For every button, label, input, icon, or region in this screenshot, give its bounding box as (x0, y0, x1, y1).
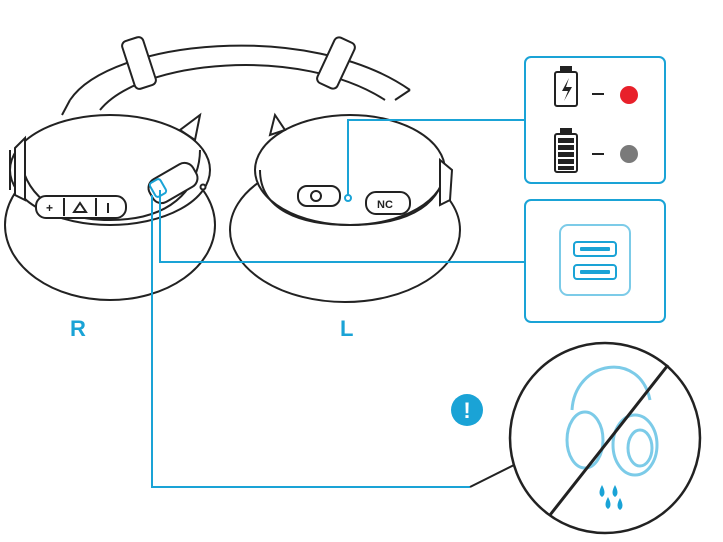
left-side-label: L (340, 316, 354, 341)
right-earcup: + (4, 112, 216, 301)
led-callout-line (347, 119, 525, 195)
gray-led-icon (620, 145, 638, 163)
exclamation-icon: ! (451, 394, 483, 426)
no-water-bubble (469, 341, 702, 535)
nc-button-label: NC (377, 199, 393, 211)
battery-full-icon (554, 128, 578, 173)
led-legend-box (524, 56, 666, 184)
red-led-icon (620, 86, 638, 104)
water-drop-icon (605, 497, 611, 509)
right-control-strip (35, 195, 127, 219)
water-drop-icon (599, 485, 605, 497)
warning-callout-line (151, 195, 470, 488)
play-icon[interactable] (72, 201, 88, 213)
power-button[interactable] (297, 185, 341, 207)
battery-charging-icon (554, 66, 578, 107)
nc-button[interactable] (365, 191, 411, 215)
water-drop-icon (617, 498, 623, 510)
volume-up-button[interactable]: + (46, 201, 53, 215)
prohibition-slash (548, 364, 670, 516)
left-earcup: NC (229, 112, 461, 303)
callout-lines (151, 119, 525, 488)
water-drop-icon (612, 485, 618, 497)
exclamation-mark: ! (463, 398, 470, 423)
port-callout-line (159, 190, 525, 263)
usb-c-port-icon (148, 178, 168, 198)
headphones-no-water-icon (565, 365, 659, 477)
usb-port-box (524, 199, 666, 323)
headband (61, 36, 411, 116)
right-side-label: R (70, 316, 86, 341)
